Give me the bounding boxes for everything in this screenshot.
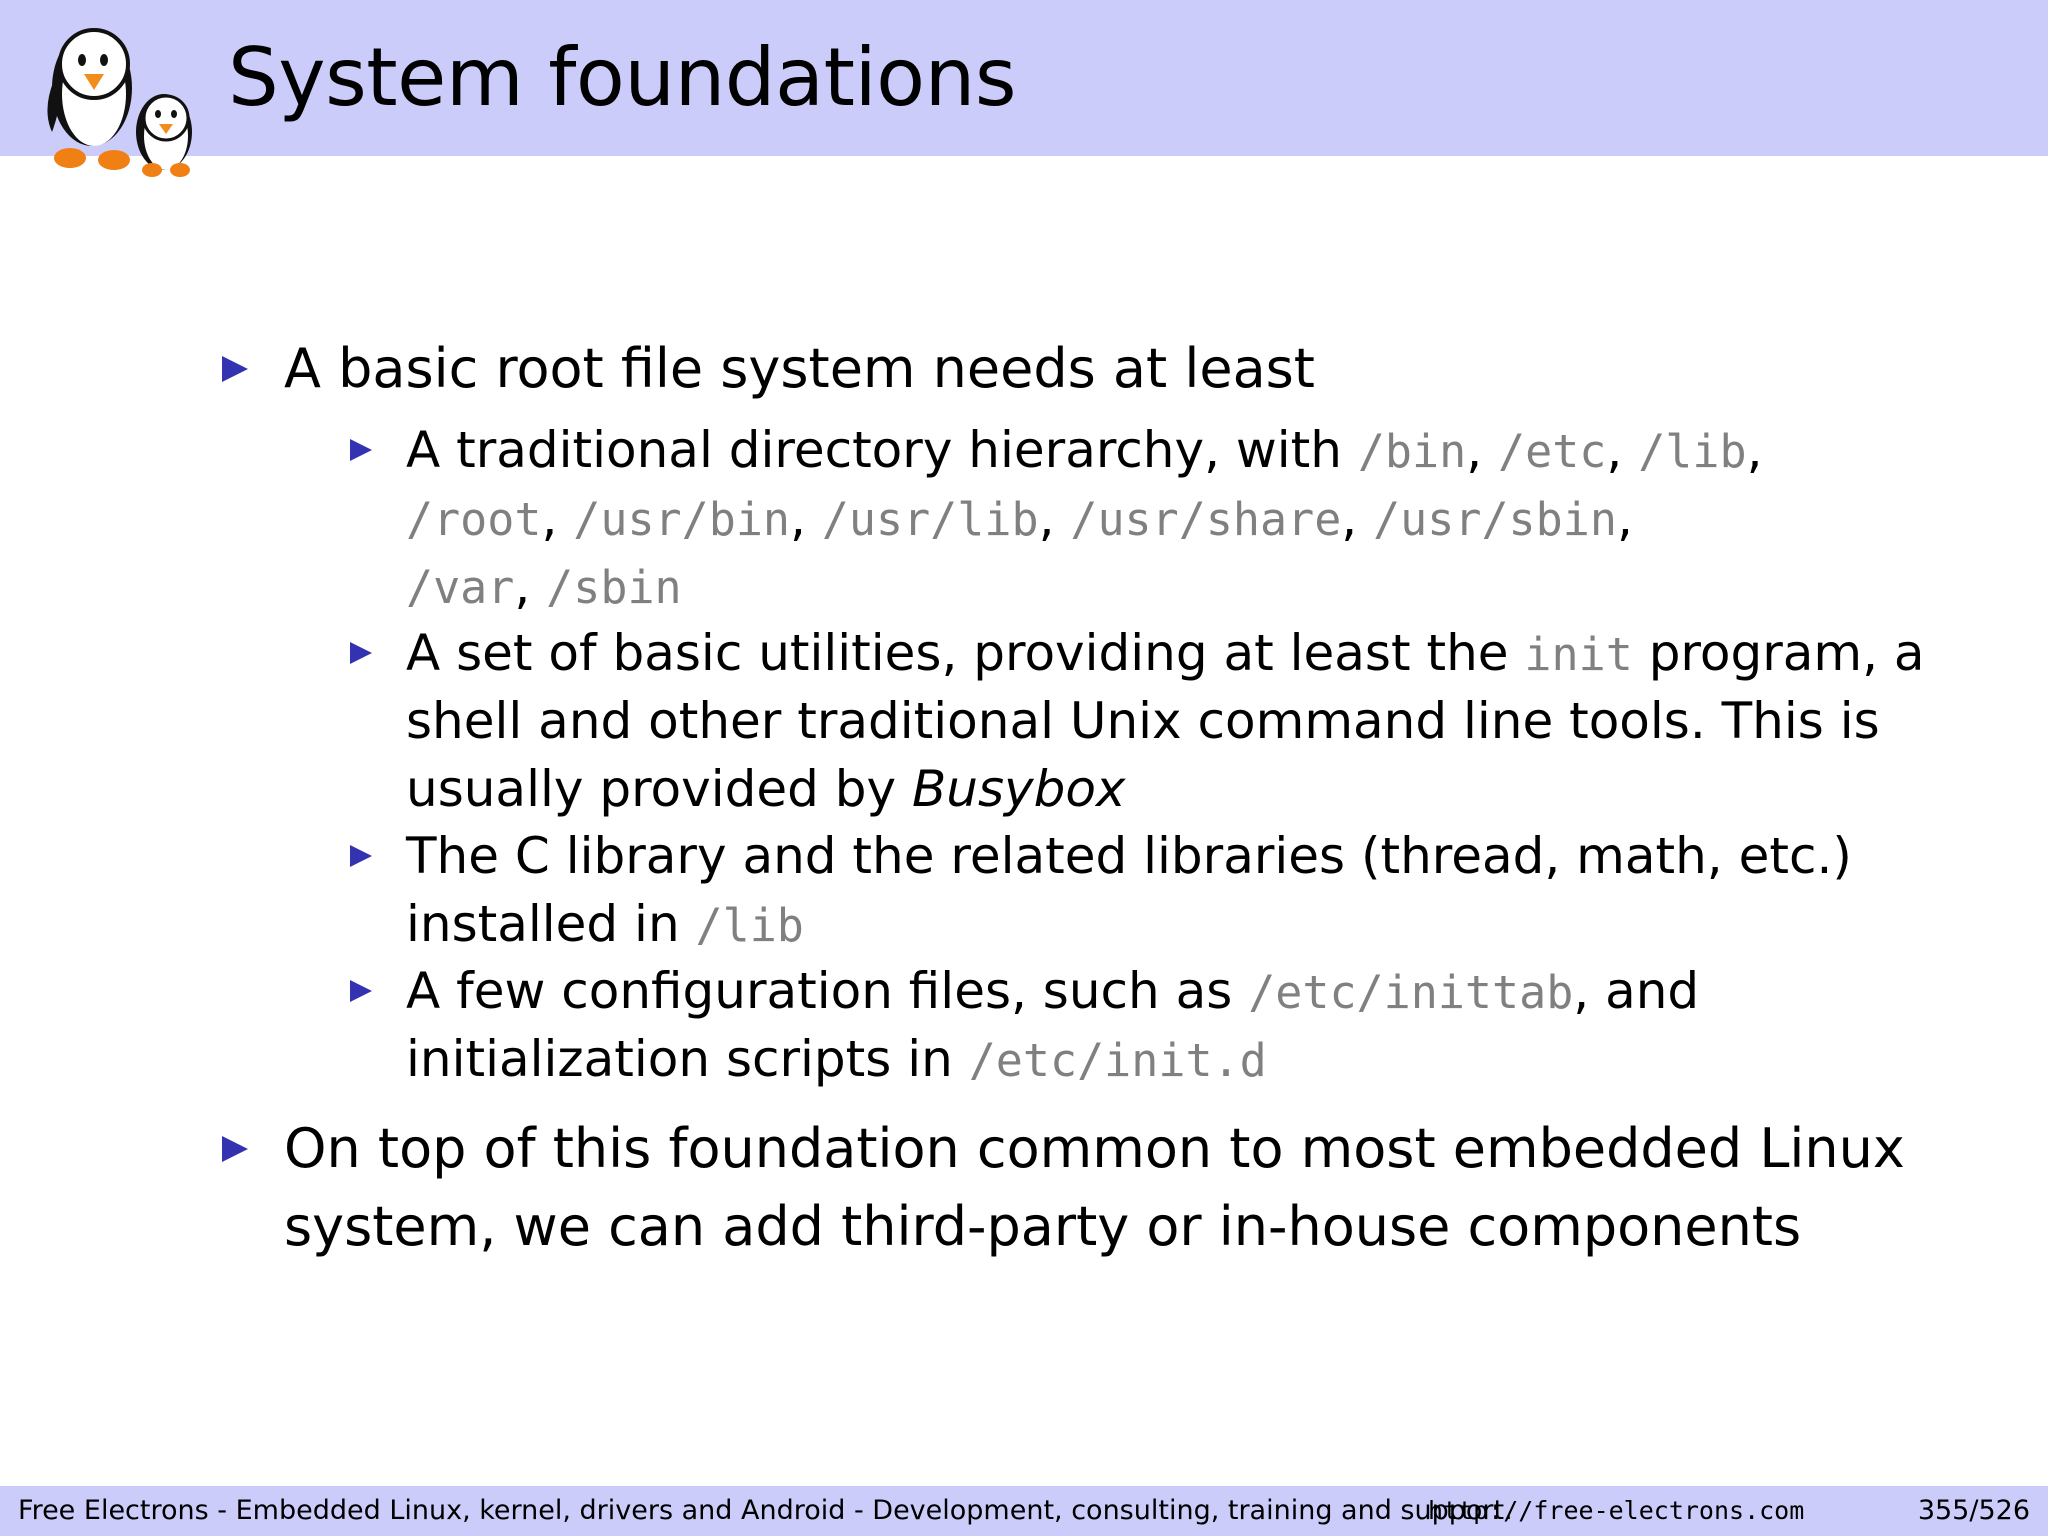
code-path: /lib [1638, 425, 1747, 478]
bullet-item-line: system, we can add third-party or in-hou… [284, 1195, 1802, 1258]
code-path: /usr/sbin [1373, 493, 1617, 546]
sub-bullet-line: shell and other traditional Unix command… [406, 692, 1880, 750]
code-path: /usr/share [1070, 493, 1342, 546]
sub-bullet-line: initialization scripts in /etc/init.d [406, 1030, 1267, 1088]
code-path: /lib [695, 899, 804, 952]
sub-bullet-line: installed in /lib [406, 895, 804, 953]
triangle-bullet-icon [222, 1136, 248, 1162]
sub-bullet-item: A traditional directory hierarchy, with … [406, 421, 1763, 479]
code-path: /var [406, 561, 515, 614]
sub-bullet-line: /var, /sbin [406, 557, 682, 615]
sub-bullet-item: A few configuration files, such as /etc/… [406, 962, 1700, 1020]
sub-bullet-item: A set of basic utilities, providing at l… [406, 624, 1925, 682]
triangle-bullet-icon [350, 980, 372, 1002]
slide-content: A basic root file system needs at least … [222, 337, 1925, 1258]
code-path: /bin [1357, 425, 1467, 478]
slide-footer: Free Electrons - Embedded Linux, kernel,… [0, 1486, 2048, 1536]
bullet-item: A basic root file system needs at least [284, 337, 1315, 400]
code-path: /etc/init.d [968, 1034, 1267, 1087]
footer-text: Free Electrons - Embedded Linux, kernel,… [18, 1495, 1513, 1526]
triangle-bullet-icon [350, 439, 372, 461]
code-path: /usr/lib [821, 493, 1039, 546]
emphasis-text: Busybox [911, 760, 1126, 818]
code-path: init [1524, 628, 1633, 681]
tux-penguins-logo-icon [47, 28, 192, 177]
sub-bullet-line: /root, /usr/bin, /usr/lib, /usr/share, /… [406, 489, 1633, 547]
code-path: /root [406, 493, 542, 546]
code-path: /etc [1498, 425, 1607, 478]
triangle-bullet-icon [222, 356, 248, 382]
footer-url[interactable]: http://free-electrons.com [1428, 1496, 1805, 1525]
code-path: /etc/inittab [1248, 966, 1574, 1019]
triangle-bullet-icon [350, 642, 372, 664]
code-path: /usr/bin [573, 493, 791, 546]
bullet-item: On top of this foundation common to most… [284, 1117, 1905, 1180]
triangle-bullet-icon [350, 845, 372, 867]
sub-bullet-line: usually provided by Busybox [406, 760, 1126, 818]
slide-header: System foundations [0, 0, 2048, 156]
page-number: 355/526 [1917, 1495, 2030, 1526]
code-path: /sbin [546, 561, 682, 614]
slide-title: System foundations [228, 31, 1017, 124]
sub-bullet-item: The C library and the related libraries … [406, 827, 1852, 885]
